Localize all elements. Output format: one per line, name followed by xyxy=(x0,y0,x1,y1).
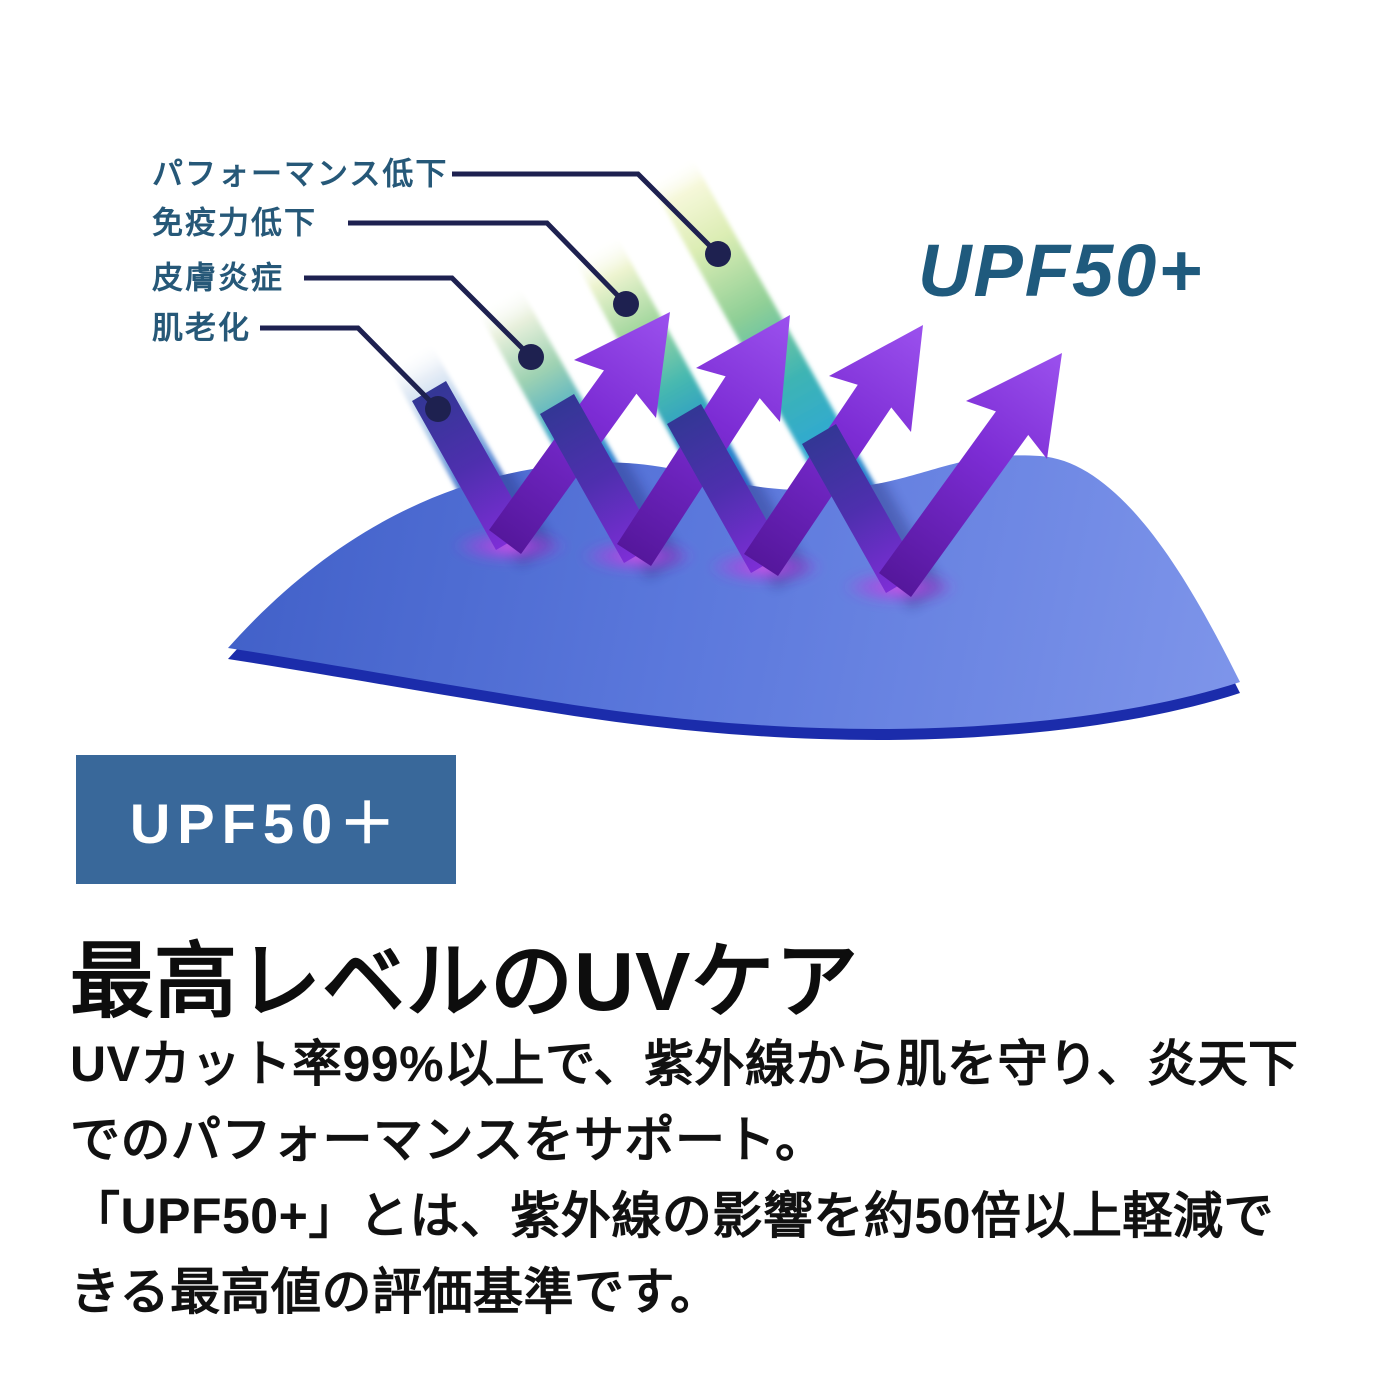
arrow-3-head xyxy=(829,325,923,432)
body-line-3: 「UPF50+」とは、紫外線の影響を約50倍以上軽減で xyxy=(70,1188,1274,1244)
upf-badge: UPF50＋ xyxy=(76,755,456,884)
arrow-3-descending xyxy=(667,404,785,573)
body-copy: UVカット率99%以上で、紫外線から肌を守り、炎天下 でのパフォーマンスをサポー… xyxy=(70,1026,1370,1330)
arrow-1-head xyxy=(574,312,670,418)
fabric-sheet xyxy=(228,455,1240,730)
upf-watermark-text: UPF50+ xyxy=(918,229,1204,312)
upf-badge-label: UPF50＋ xyxy=(129,792,403,855)
reflected-arrows xyxy=(412,312,1062,597)
connector-line-1 xyxy=(452,171,720,256)
connector-line-4 xyxy=(260,325,440,411)
connector-dot-3 xyxy=(518,344,544,370)
effect-label-skin-aging: 肌老化 xyxy=(152,311,251,346)
effect-label-performance: パフォーマンス低下 xyxy=(152,157,448,192)
arrow-4-ascending xyxy=(879,403,1034,597)
connector-line-2 xyxy=(348,220,628,306)
connector-dot-2 xyxy=(613,291,639,317)
connector-line-3 xyxy=(304,275,533,359)
arrow-1-descending xyxy=(412,381,530,550)
arrow-4-head xyxy=(966,353,1062,459)
uv-protection-illustration: パフォーマンス低下 免疫力低下 皮膚炎症 肌老化 UPF50+ xyxy=(152,156,1240,741)
connector-lines xyxy=(260,171,720,411)
body-line-2: でのパフォーマンスをサポート。 xyxy=(70,1112,826,1168)
arrow-2-descending xyxy=(540,394,658,563)
body-line-1: UVカット率99%以上で、紫外線から肌を守り、炎天下 xyxy=(70,1036,1299,1092)
connector-dot-1 xyxy=(705,241,731,267)
arrow-2-ascending xyxy=(617,368,765,566)
body-line-4: きる最高値の評価基準です。 xyxy=(70,1264,721,1320)
effect-label-skin-inflammation: 皮膚炎症 xyxy=(152,261,284,296)
section-heading: 最高レベルのUVケア xyxy=(70,935,860,1028)
arrow-4-descending xyxy=(802,424,920,593)
arrow-2-head xyxy=(696,315,790,422)
connector-dot-4 xyxy=(425,396,451,422)
effect-label-immunity: 免疫力低下 xyxy=(152,206,317,241)
connector-dots xyxy=(425,241,731,422)
